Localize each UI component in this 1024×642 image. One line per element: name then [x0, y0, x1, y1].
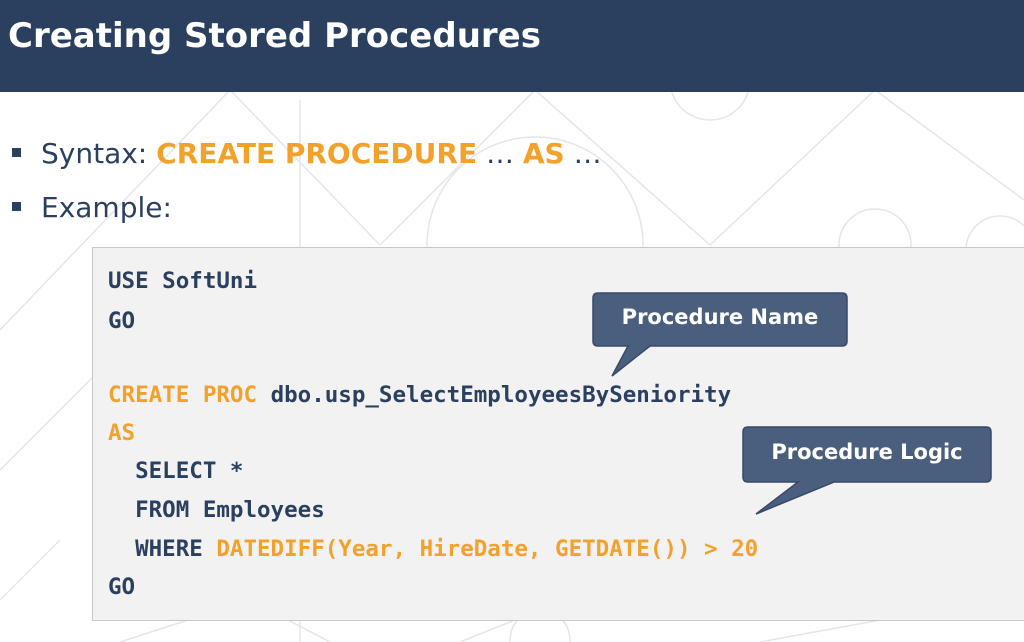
bullet-example: Example: — [12, 188, 172, 228]
code-keyword-create: CREATE — [108, 382, 190, 408]
code-line-where: WHERE DATEDIFF(Year, HireDate, GETDATE()… — [108, 534, 758, 564]
bullet-marker — [12, 201, 21, 211]
callout-procedure-name-label: Procedure Name — [621, 305, 819, 329]
code-keyword-where: WHERE — [108, 536, 217, 562]
code-line-from: FROM Employees — [108, 497, 325, 523]
code-line-go-end: GO — [108, 574, 136, 600]
callout-bubble — [742, 426, 992, 515]
bullet-marker — [12, 147, 21, 157]
title-bar: Creating Stored Procedures — [0, 0, 1024, 92]
code-keyword-proc: PROC — [202, 382, 258, 408]
code-where-expression: DATEDIFF(Year, HireDate, GETDATE()) > 20 — [216, 536, 759, 562]
code-line-go: GO — [108, 308, 136, 334]
slide-title: Creating Stored Procedures — [8, 16, 541, 56]
callout-procedure-name: Procedure Name — [592, 292, 848, 382]
syntax-label: Syntax: — [41, 137, 157, 170]
code-line-as: AS — [108, 420, 136, 446]
callout-procedure-logic: Procedure Logic — [742, 426, 998, 516]
syntax-keyword-as: AS — [522, 137, 565, 170]
code-line-create-proc: CREATE PROC dbo.usp_SelectEmployeesBySen… — [108, 380, 731, 410]
syntax-ellipsis: … — [477, 137, 523, 170]
code-line-use: USE SoftUni — [108, 268, 258, 294]
example-label: Example: — [41, 191, 172, 224]
callout-procedure-logic-label: Procedure Logic — [771, 440, 963, 464]
syntax-keyword-create-procedure: CREATE PROCEDURE — [156, 137, 478, 170]
syntax-ellipsis-end: … — [564, 137, 602, 170]
callout-bubble — [592, 292, 848, 377]
code-procedure-name: dbo.usp_SelectEmployeesBySeniority — [270, 382, 732, 408]
code-line-select: SELECT * — [108, 458, 244, 484]
bullet-syntax: Syntax: CREATE PROCEDURE … AS … — [12, 134, 602, 174]
